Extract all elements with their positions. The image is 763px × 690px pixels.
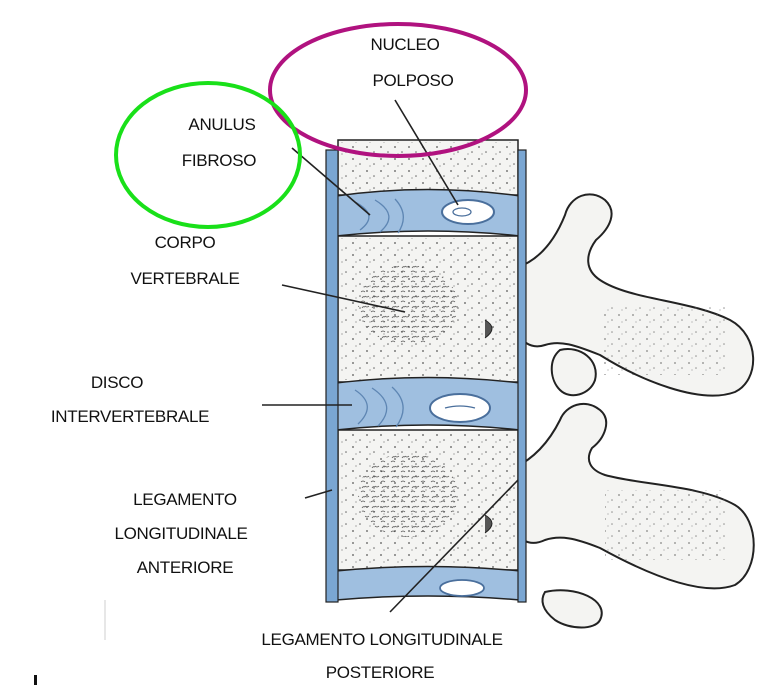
label-anulus-2: FIBROSO [182,151,256,170]
label-nucleo-2: POLPOSO [372,71,453,90]
label-disco-2: INTERVERTEBRALE [51,407,209,426]
posterior-ligament [518,150,526,602]
label-leg-ant-3: ANTERIORE [137,558,233,577]
spinous-process-lower [514,404,754,588]
scan-mark-dark [34,675,37,685]
label-corpo-1: CORPO [155,233,216,252]
label-anulus-1: ANULUS [188,115,255,134]
label-disco-1: DISCO [91,373,143,392]
label-leg-ant-1: LEGAMENTO [133,490,237,509]
anterior-ligament [326,150,338,602]
label-nucleo-1: NUCLEO [370,35,439,54]
label-leg-post-2: POSTERIORE [326,663,434,682]
label-leg-post-1: LEGAMENTO LONGITUDINALE [261,630,502,649]
label-leg-ant-2: LONGITUDINALE [114,524,247,543]
label-corpo-2: VERTEBRALE [130,269,239,288]
